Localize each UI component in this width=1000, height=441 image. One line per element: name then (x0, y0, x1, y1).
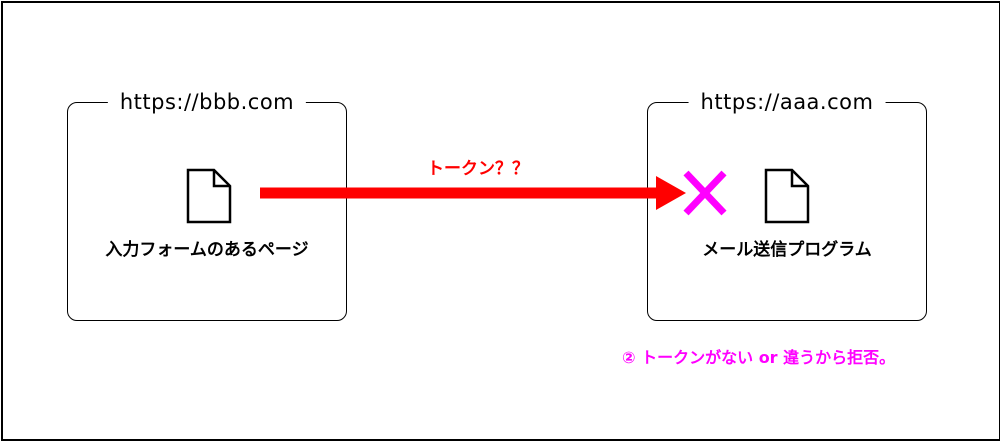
server-site-url: https://aaa.com (688, 89, 886, 115)
client-site-url: https://bbb.com (107, 89, 307, 115)
document-icon (186, 168, 232, 224)
mail-program-label: メール送信プログラム (702, 240, 872, 260)
request-arrowhead (656, 176, 686, 210)
rejection-note: ② トークンがない or 違うから拒否。 (622, 348, 896, 367)
client-site-box: https://bbb.com 入力フォームのあるページ (67, 89, 347, 321)
server-site-box: https://aaa.com メール送信プログラム (647, 89, 927, 321)
cross-icon (683, 170, 727, 216)
token-label: トークン？？ (427, 159, 529, 179)
form-page-label: 入力フォームのあるページ (105, 240, 309, 260)
document-icon (764, 168, 810, 224)
